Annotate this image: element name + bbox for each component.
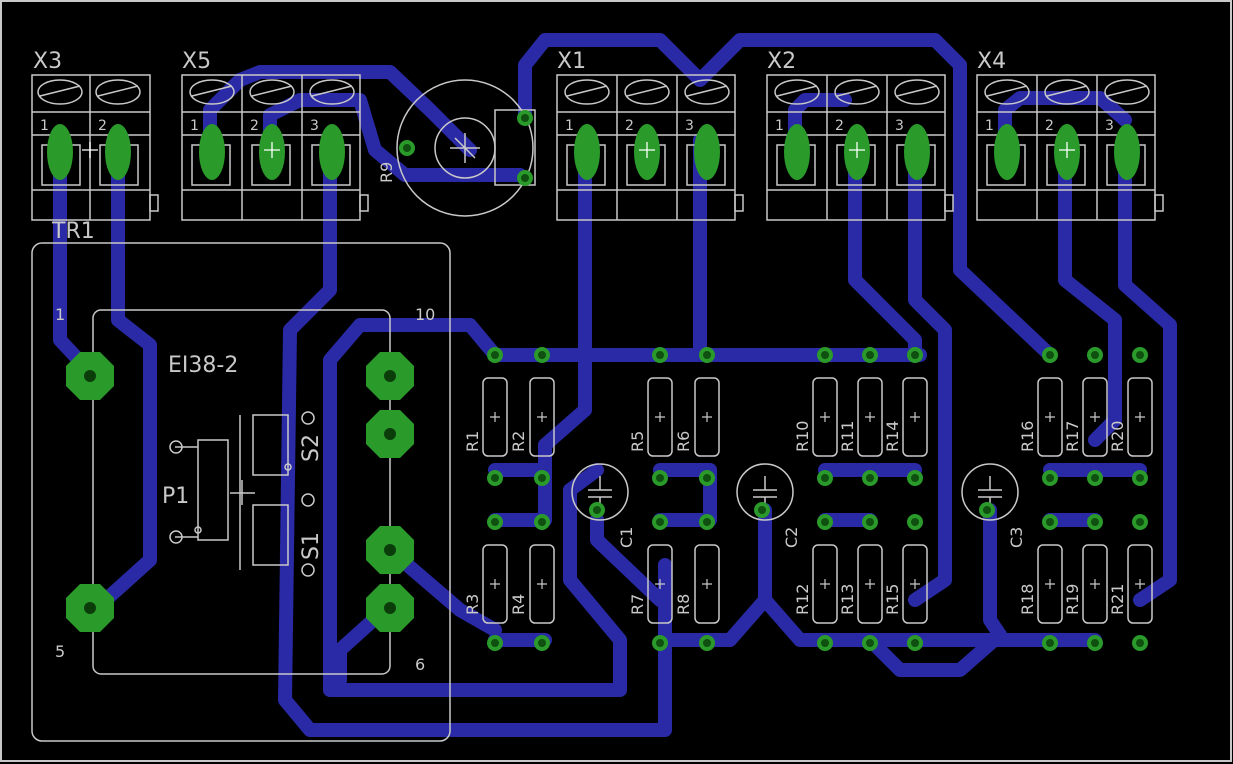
x5-pin-1: 1: [190, 118, 199, 134]
connector-x3-label: X3: [33, 49, 62, 74]
label-r2: R2: [509, 431, 528, 452]
connector-x4-label: X4: [977, 49, 1006, 74]
transformer-label: TR1: [51, 219, 95, 244]
label-r5: R5: [628, 431, 647, 452]
terminal-plus-marks: [82, 142, 1075, 158]
relay-label: P1: [162, 484, 189, 509]
label-r18: R18: [1018, 584, 1037, 615]
transformer-pin-6: 6: [415, 655, 425, 674]
x1-pin-1: 1: [565, 118, 574, 134]
label-r8: R8: [674, 594, 693, 615]
x4-pin-1: 1: [985, 118, 994, 134]
transformer-pin-10: 10: [415, 305, 435, 324]
relay-s2-label: S2: [299, 434, 324, 462]
relay-s1-label: S1: [299, 532, 324, 560]
label-r10: R10: [793, 421, 812, 452]
label-r21: R21: [1108, 584, 1127, 615]
transformer-value: EI38-2: [168, 353, 238, 378]
label-r15: R15: [883, 584, 902, 615]
label-r20: R20: [1108, 421, 1127, 452]
label-r16: R16: [1018, 421, 1037, 452]
label-r6: R6: [674, 431, 693, 452]
label-r3: R3: [463, 594, 482, 615]
pot-r9: [396, 79, 536, 217]
x4-pin-3: 3: [1105, 118, 1114, 134]
label-c3: C3: [1007, 527, 1026, 548]
label-r19: R19: [1063, 584, 1082, 615]
x5-pin-2: 2: [250, 118, 259, 134]
x1-pin-2: 2: [625, 118, 634, 134]
x2-pin-1: 1: [775, 118, 784, 134]
x2-pin-3: 3: [895, 118, 904, 134]
label-r17: R17: [1063, 421, 1082, 452]
connector-x2-label: X2: [767, 49, 796, 74]
connector-x1-label: X1: [557, 49, 586, 74]
resistor-bodies: [482, 377, 1153, 624]
transformer-outline-inner: [92, 309, 391, 675]
transformer-pin-5: 5: [55, 642, 65, 661]
transformer-pin-1: 1: [55, 305, 65, 324]
x3-pin-1: 1: [40, 118, 49, 134]
capacitors: [571, 463, 1019, 521]
transformer-outline-outer: [31, 242, 451, 742]
x5-pin-3: 3: [310, 118, 319, 134]
pot-label: R9: [377, 162, 396, 183]
label-r14: R14: [883, 421, 902, 452]
resistor-plus-marks: [490, 412, 1145, 589]
x4-pin-2: 2: [1045, 118, 1054, 134]
label-c2: C2: [782, 527, 801, 548]
pads: [47, 110, 1148, 651]
relay-p1: [169, 411, 315, 577]
x3-pin-2: 2: [98, 118, 107, 134]
label-r1: R1: [463, 431, 482, 452]
label-r11: R11: [838, 421, 857, 452]
label-c1: C1: [617, 527, 636, 548]
label-r4: R4: [509, 594, 528, 615]
label-r12: R12: [793, 584, 812, 615]
x2-pin-2: 2: [835, 118, 844, 134]
connector-x5-label: X5: [182, 49, 211, 74]
label-r13: R13: [838, 584, 857, 615]
label-r7: R7: [628, 594, 647, 615]
x1-pin-3: 3: [685, 118, 694, 134]
